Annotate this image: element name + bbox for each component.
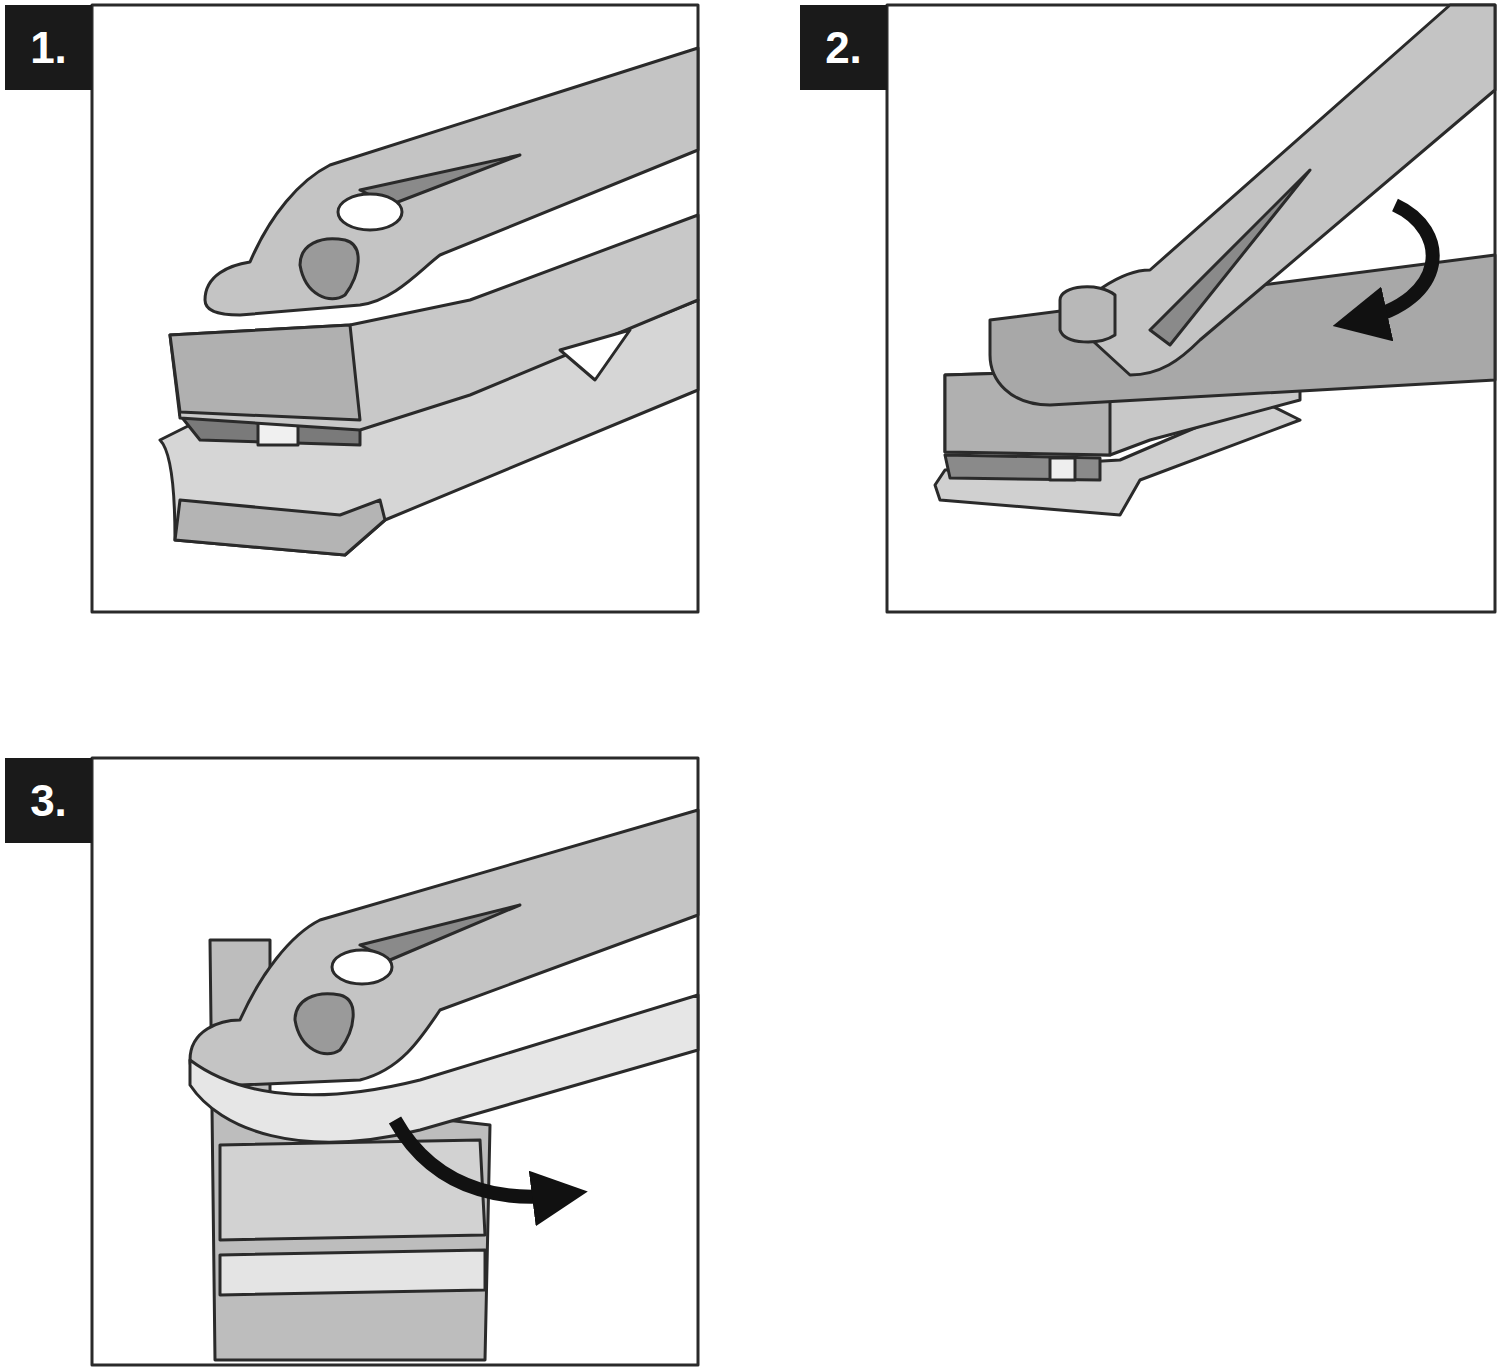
lifted-clipper — [935, 5, 1495, 515]
rotated-clipper — [190, 810, 698, 1360]
panel-frame — [92, 5, 698, 612]
callout-number: 3. — [5, 758, 92, 843]
closed-clipper — [160, 48, 698, 555]
callout-number: 2. — [800, 5, 887, 90]
panel-frame — [92, 758, 698, 1365]
callout-number: 1. — [5, 5, 92, 90]
panel-frame — [887, 5, 1495, 612]
